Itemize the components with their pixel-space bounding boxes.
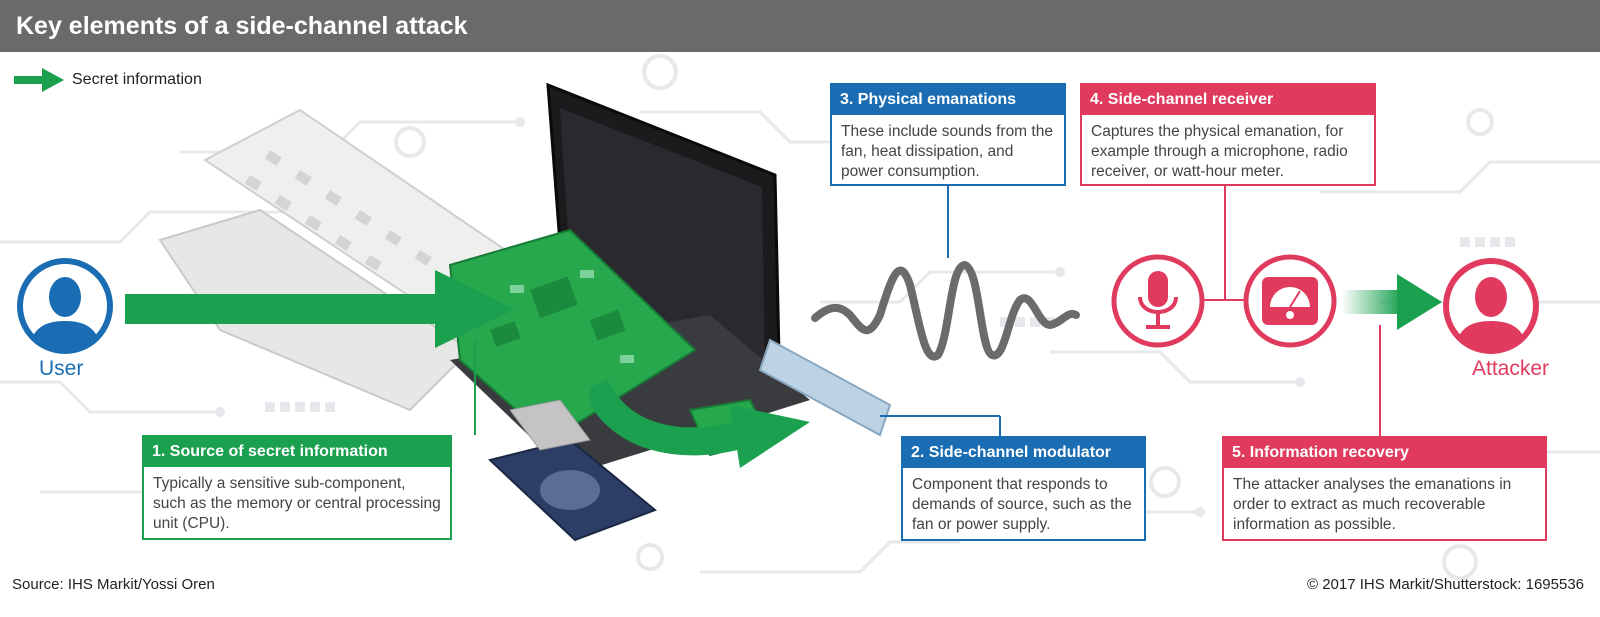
sound-wave-icon xyxy=(811,260,1080,361)
attacker-label: Attacker xyxy=(1472,357,1550,380)
box-information-recovery: 5. Information recovery The attacker ana… xyxy=(1222,436,1547,541)
box-side-channel-modulator: 2. Side-channel modulator Component that… xyxy=(901,436,1146,541)
box-side-channel-receiver: 4. Side-channel receiver Captures the ph… xyxy=(1080,83,1376,186)
watt-meter-icon xyxy=(1243,254,1337,348)
source-credit: Source: IHS Markit/Yossi Oren xyxy=(12,576,215,593)
box-recovery-body: The attacker analyses the emanations in … xyxy=(1233,476,1512,533)
box-modulator-title: 2. Side-channel modulator xyxy=(903,438,1144,468)
image-credit: © 2017 IHS Markit/Shutterstock: 1695536 xyxy=(1306,576,1584,593)
laptop-illustration xyxy=(158,82,892,542)
recovery-flow-arrow xyxy=(1342,274,1442,330)
box-recovery-title: 5. Information recovery xyxy=(1224,438,1545,468)
box-source-title: 1. Source of secret information xyxy=(144,437,450,467)
box-emanations-body: These include sounds from the fan, heat … xyxy=(841,123,1053,180)
page-title: Key elements of a side-channel attack xyxy=(0,0,1600,52)
box-receiver-title: 4. Side-channel receiver xyxy=(1082,85,1374,115)
box-physical-emanations: 3. Physical emanations These include sou… xyxy=(830,83,1066,186)
curved-flow-arrow xyxy=(590,380,810,468)
attacker-icon xyxy=(1443,258,1539,354)
box-source-of-secret-information: 1. Source of secret information Typicall… xyxy=(142,435,452,540)
box-emanations-title: 3. Physical emanations xyxy=(832,85,1064,115)
user-label: User xyxy=(39,357,84,380)
box-source-body: Typically a sensitive sub-component, suc… xyxy=(153,475,441,532)
legend-label: Secret information xyxy=(72,71,202,88)
user-icon xyxy=(17,258,113,354)
green-arrow-icon xyxy=(14,68,64,92)
secret-flow-arrow xyxy=(125,270,515,348)
microphone-icon xyxy=(1111,254,1205,348)
box-modulator-body: Component that responds to demands of so… xyxy=(912,476,1132,533)
legend: Secret information xyxy=(14,68,202,92)
box-receiver-body: Captures the physical emanation, for exa… xyxy=(1091,123,1348,180)
